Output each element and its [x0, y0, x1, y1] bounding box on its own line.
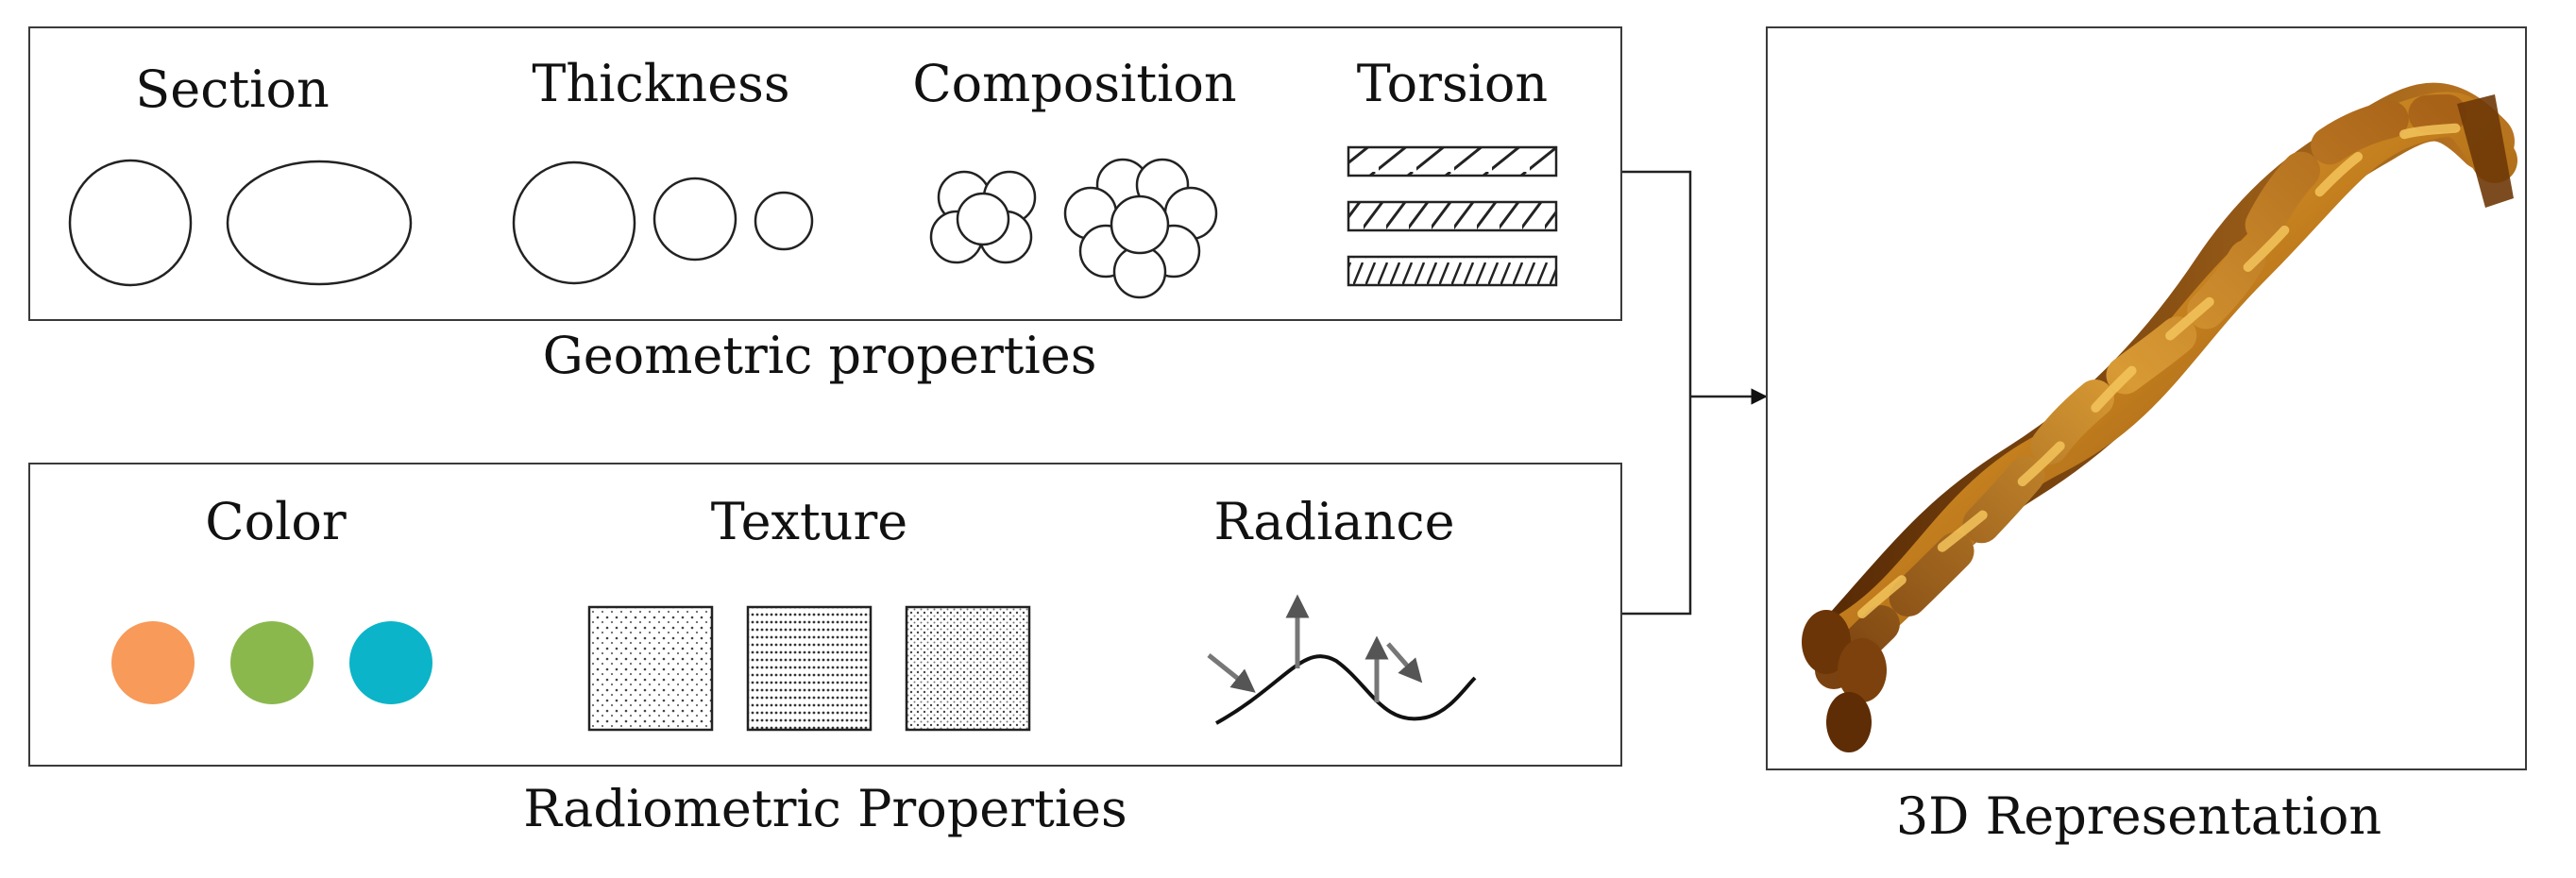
composition-label: Composition [912, 54, 1237, 113]
dotted-patch-icon [587, 605, 1031, 732]
color-label: Color [205, 492, 347, 551]
texture-label: Texture [710, 492, 908, 551]
reflectance-curve-icon [1207, 594, 1477, 725]
twisted-rope-icon [1802, 82, 2517, 752]
twisted-strands-icon [1347, 145, 1558, 287]
decreasing-circles-icon [512, 160, 814, 285]
fiber-bundle-icon [929, 158, 1218, 299]
radiance-label: Radiance [1213, 492, 1455, 551]
torsion-label: Torsion [1356, 54, 1549, 113]
swatch-orange [111, 621, 195, 704]
radiometric-properties-caption: Radiometric Properties [523, 779, 1127, 838]
swatch-green [230, 621, 314, 704]
section-label: Section [135, 59, 330, 119]
circle-ellipse-icon [68, 159, 413, 287]
color-swatches [111, 621, 432, 704]
geometric-properties-caption: Geometric properties [542, 326, 1097, 385]
thickness-label: Thickness [532, 54, 790, 113]
swatch-teal [349, 621, 432, 704]
3d-representation-caption: 3D Representation [1895, 786, 2382, 846]
